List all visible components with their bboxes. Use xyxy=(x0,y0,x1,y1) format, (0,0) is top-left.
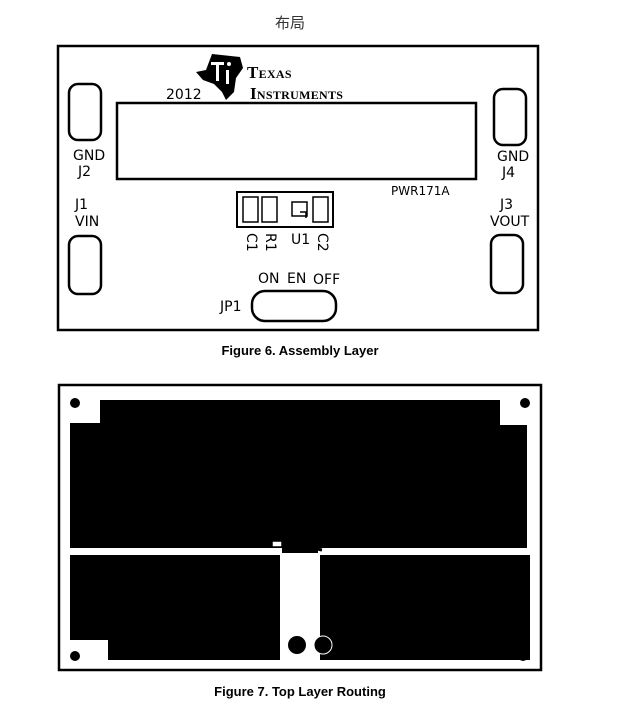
upper-copper-pour xyxy=(70,400,527,553)
j3-label: J3 xyxy=(500,197,514,213)
module-outline xyxy=(115,101,478,181)
u1-pad xyxy=(291,201,308,217)
j4-label: J4 xyxy=(502,165,516,181)
r1-pad xyxy=(261,196,278,223)
gnd-j2-label: GND xyxy=(73,148,106,164)
u1-label: U1 xyxy=(291,232,311,248)
connector-j4-outline xyxy=(492,87,528,147)
brand-line1: Texas xyxy=(247,63,292,82)
via-hole xyxy=(313,635,333,655)
vin-label: VIN xyxy=(75,214,100,230)
component-block-outline xyxy=(236,191,334,228)
jp1-label: JP1 xyxy=(220,299,242,315)
connector-j2-outline xyxy=(67,82,103,142)
assembly-board-outline xyxy=(56,44,540,332)
year-label: 2012 xyxy=(166,87,202,103)
gnd-j4-label: GND xyxy=(497,149,530,165)
j1-label: J1 xyxy=(75,197,89,213)
connector-j1-outline xyxy=(67,234,103,296)
component-footprint-trace xyxy=(265,536,323,552)
figure-6-caption: Figure 6. Assembly Layer xyxy=(221,343,379,358)
page-heading: 布局 xyxy=(274,14,305,32)
mounting-hole xyxy=(518,651,528,661)
ti-logo-icon xyxy=(196,54,243,100)
part-number-label: PWR171A xyxy=(391,184,450,198)
u1-pin-mark xyxy=(300,211,307,218)
connector-j3-outline xyxy=(489,233,525,295)
lower-right-copper-pour xyxy=(320,555,530,660)
on-label: ON xyxy=(258,271,280,287)
vout-label: VOUT xyxy=(490,214,530,230)
figure-7-caption: Figure 7. Top Layer Routing xyxy=(214,684,386,699)
jp1-outline xyxy=(250,289,338,323)
mounting-hole xyxy=(520,398,530,408)
c1-pad xyxy=(242,196,259,223)
c2-pad xyxy=(312,196,329,223)
off-label: OFF xyxy=(313,272,341,288)
en-label: EN xyxy=(287,271,307,287)
j2-label: J2 xyxy=(78,164,92,180)
mounting-hole xyxy=(70,398,80,408)
brand-line2: Instruments xyxy=(250,84,344,103)
mounting-hole xyxy=(70,651,80,661)
lower-left-copper-pour xyxy=(70,555,280,660)
via-hole xyxy=(288,636,306,654)
